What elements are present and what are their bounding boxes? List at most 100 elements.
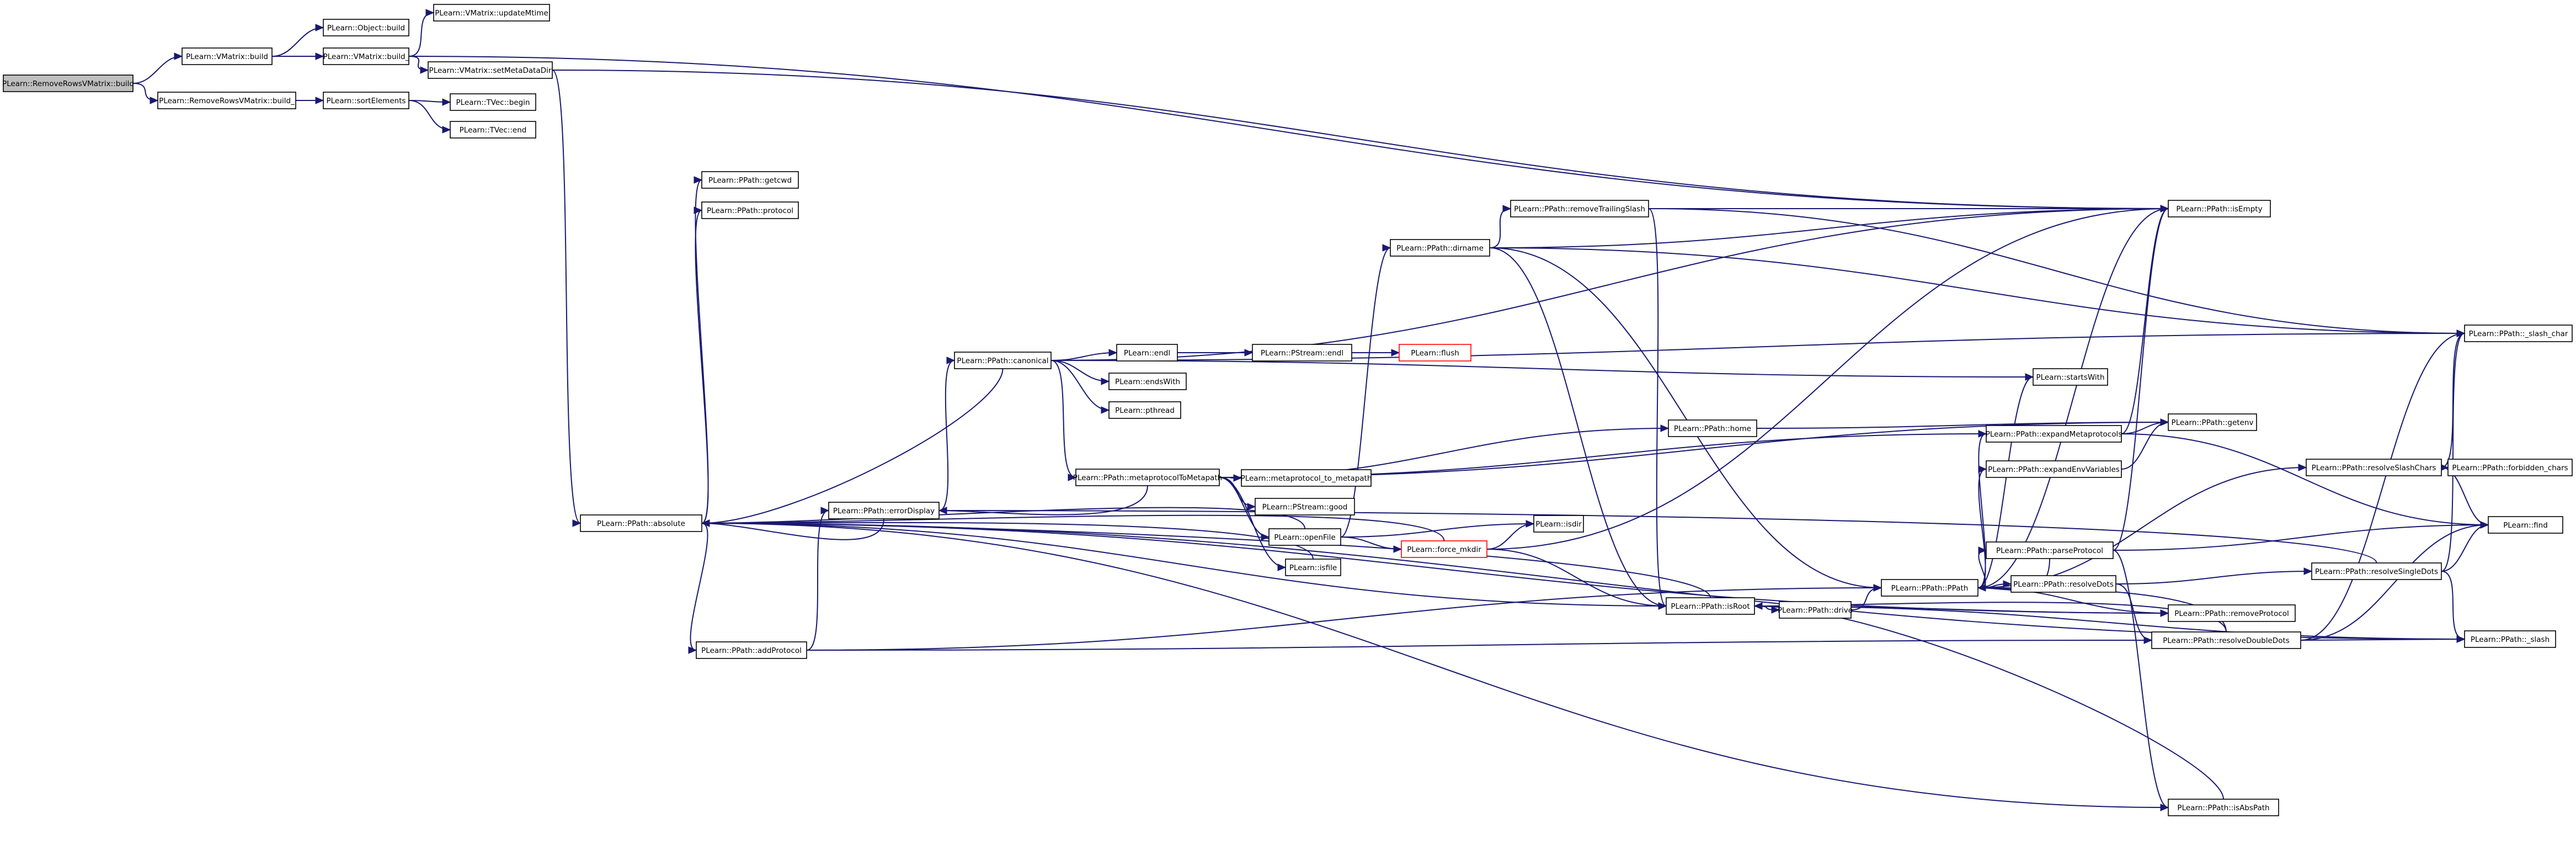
node-force-mkdir[interactable]: PLearn::force_mkdir <box>1401 540 1487 558</box>
node-drive[interactable]: PLearn::PPath::drive <box>1778 601 1853 619</box>
node-absolute[interactable]: PLearn::PPath::absolute <box>580 514 702 532</box>
node-rr-build-[interactable]: PLearn::RemoveRowsVMatrix::build_ <box>157 92 296 109</box>
edge-arrowhead <box>1108 349 1118 357</box>
node-canonical[interactable]: PLearn::PPath::canonical <box>954 352 1052 369</box>
node-box <box>2168 413 2257 431</box>
node-box <box>1255 498 1355 515</box>
node-label: PLearn::PPath::isRoot <box>1671 602 1750 611</box>
edge-arrowhead <box>1978 546 1987 554</box>
node-isAbsPath[interactable]: PLearn::PPath::isAbsPath <box>2168 799 2279 816</box>
edge-line <box>2121 208 2169 434</box>
edge-line <box>2300 524 2489 641</box>
edge-arrowhead <box>1391 349 1400 357</box>
node-vm-build[interactable]: PLearn::VMatrix::build <box>182 47 273 65</box>
node-getcwd[interactable]: PLearn::PPath::getcwd <box>701 171 799 189</box>
edge-ppath-ctor-to-isEmpty <box>1977 205 2169 588</box>
node-ppath-ctor[interactable]: PLearn::PPath::PPath <box>1881 579 1978 597</box>
node-tvec-end[interactable]: PLearn::TVec::end <box>450 121 536 139</box>
edge-arrowhead <box>2303 567 2313 575</box>
node-endl[interactable]: PLearn::endl <box>1116 344 1178 362</box>
edge-endl-to-pstream-endl <box>1177 349 1254 357</box>
node-label: PLearn::find <box>2503 521 2548 530</box>
node-getenv[interactable]: PLearn::PPath::getenv <box>2168 413 2257 431</box>
node-label: PLearn::PStream::good <box>1262 503 1348 512</box>
node-vm-build-[interactable]: PLearn::VMatrix::build_ <box>323 47 409 65</box>
edge-arrowhead <box>946 357 956 364</box>
node-label: PLearn::startsWith <box>2036 373 2104 382</box>
node-forbidden-chars[interactable]: PLearn::PPath::forbidden_chars <box>2447 459 2573 476</box>
edge-ppath-ctor-to-startsWith <box>1977 373 2034 588</box>
node-box <box>1390 239 1490 257</box>
node-slash[interactable]: PLearn::PPath::_slash <box>2464 630 2556 648</box>
edge-arrowhead <box>1977 584 1986 592</box>
node-openFile[interactable]: PLearn::openFile <box>1268 528 1341 546</box>
node-pstream-endl[interactable]: PLearn::PStream::endl <box>1252 344 1352 362</box>
node-obj-build[interactable]: PLearn::Object::build <box>323 19 409 36</box>
node-label: PLearn::PPath::isAbsPath <box>2177 804 2269 812</box>
node-vm-setMetaDataDir[interactable]: PLearn::VMatrix::setMetaDataDir <box>428 61 553 79</box>
edge-line <box>701 523 1711 598</box>
node-addProtocol[interactable]: PLearn::PPath::addProtocol <box>696 641 807 659</box>
node-label: PLearn::PPath::expandEnvVariables <box>1988 465 2120 474</box>
edge-arrowhead <box>150 97 159 104</box>
node-label: PLearn::endsWith <box>1115 378 1180 386</box>
edge-arrowhead <box>2025 373 2034 381</box>
node-tvec-begin[interactable]: PLearn::TVec::begin <box>450 93 536 111</box>
node-label: PLearn::openFile <box>1274 533 1335 542</box>
node-endsWith[interactable]: PLearn::endsWith <box>1108 373 1187 390</box>
edge-openFile-to-isdir <box>1340 520 1535 538</box>
edge-arrowhead <box>1502 205 1512 212</box>
node-flush[interactable]: PLearn::flush <box>1399 344 1471 362</box>
node-resolveSlashChars[interactable]: PLearn::PPath::resolveSlashChars <box>2306 459 2442 476</box>
edge-vm-build--to-vm-updateMtime <box>408 9 435 57</box>
edge-line <box>1340 247 1391 538</box>
edge-root-to-rr-build- <box>132 83 159 104</box>
node-home[interactable]: PLearn::PPath::home <box>1668 419 1757 437</box>
node-find[interactable]: PLearn::find <box>2488 516 2563 534</box>
edge-parseProtocol-to-isAbsPath <box>2113 550 2169 811</box>
node-metaprotocolToMetapath[interactable]: PLearn::PPath::metaprotocolToMetapath <box>1073 469 1222 486</box>
node-expandMetaprotocols[interactable]: PLearn::PPath::expandMetaprotocols <box>1986 425 2122 443</box>
node-isdir[interactable]: PLearn::isdir <box>1533 515 1584 533</box>
edge-line <box>1486 523 1534 550</box>
node-errorDisplay[interactable]: PLearn::PPath::errorDisplay <box>828 502 940 519</box>
node-isEmpty[interactable]: PLearn::PPath::isEmpty <box>2168 200 2271 217</box>
node-label: PLearn::metaprotocol_to_metapath <box>1241 474 1372 483</box>
edge-arrowhead <box>1978 465 1987 473</box>
edge-dirname-to-removeTrailingSlash <box>1489 205 1512 248</box>
edge-sortElements-to-tvec-end <box>408 100 451 134</box>
node-resolveDoubleDots[interactable]: PLearn::PPath::resolveDoubleDots <box>2151 631 2301 649</box>
node-expandEnvVariables[interactable]: PLearn::PPath::expandEnvVariables <box>1986 460 2122 478</box>
node-metaprotocol-to-metapath[interactable]: PLearn::metaprotocol_to_metapath <box>1241 469 1372 487</box>
node-sortElements[interactable]: PLearn::sortElements <box>323 92 409 109</box>
node-root[interactable]: PLearn::RemoveRowsVMatrix::build <box>2 75 134 92</box>
node-box <box>323 92 409 109</box>
node-protocol[interactable]: PLearn::PPath::protocol <box>701 201 799 219</box>
node-resolveDots[interactable]: PLearn::PPath::resolveDots <box>2010 575 2116 593</box>
node-slash-char[interactable]: PLearn::PPath::_slash_char <box>2464 325 2573 342</box>
node-resolveSingleDots[interactable]: PLearn::PPath::resolveSingleDots <box>2311 562 2442 580</box>
node-pthread[interactable]: PLearn::pthread <box>1108 401 1181 419</box>
node-removeProtocol[interactable]: PLearn::PPath::removeProtocol <box>2168 604 2296 622</box>
node-removeTrailingSlash[interactable]: PLearn::PPath::removeTrailingSlash <box>1510 200 1649 217</box>
edge-removeTrailingSlash-to-isRoot <box>1648 208 1667 610</box>
edge-arrowhead <box>1247 503 1256 511</box>
edge-arrowhead <box>420 66 429 74</box>
node-box <box>696 641 807 659</box>
edge-metaprotocolToMetapath-to-isfile <box>1219 477 1287 571</box>
node-startsWith[interactable]: PLearn::startsWith <box>2033 368 2108 386</box>
edge-line <box>1756 422 2169 429</box>
node-box <box>2151 631 2301 649</box>
node-box <box>2464 630 2556 648</box>
node-vm-updateMtime[interactable]: PLearn::VMatrix::updateMtime <box>433 4 550 22</box>
node-parseProtocol[interactable]: PLearn::PPath::parseProtocol <box>1986 541 2114 559</box>
edge-line <box>132 83 158 101</box>
edge-line <box>701 518 884 540</box>
node-isRoot[interactable]: PLearn::PPath::isRoot <box>1666 597 1755 615</box>
node-box <box>1252 344 1352 362</box>
node-isfile[interactable]: PLearn::isfile <box>1285 559 1341 576</box>
node-dirname[interactable]: PLearn::PPath::dirname <box>1390 239 1490 257</box>
node-label: PLearn::PPath::PPath <box>1891 584 1969 593</box>
edge-line <box>2441 333 2465 572</box>
node-pstream-good[interactable]: PLearn::PStream::good <box>1255 498 1355 515</box>
